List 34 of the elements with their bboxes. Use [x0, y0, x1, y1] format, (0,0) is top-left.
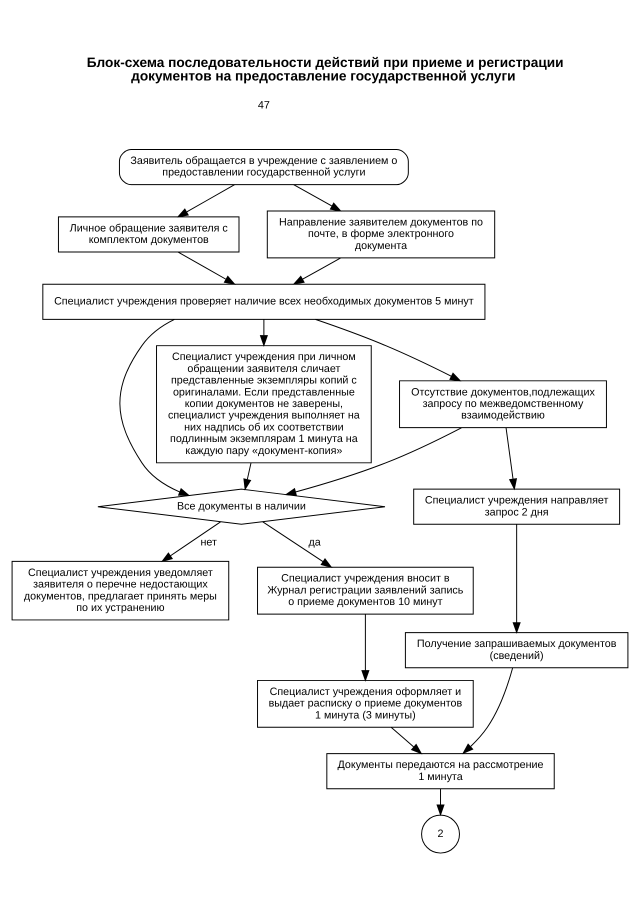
arrow — [243, 462, 252, 490]
node-box: Специалист учреждения проверяет наличие всех необходимых документов 5 минут — [42, 283, 486, 320]
arrow — [512, 524, 521, 634]
edge-label: да — [308, 536, 321, 548]
node-box: Получение запрашиваемых документов (сведений) — [404, 632, 628, 668]
arrow — [293, 184, 342, 212]
node-box: Отсутствие документов,подлежащих запросу по межведомственному взаимодействию — [399, 380, 607, 428]
node-box: Специалист учреждения оформляет и выдает расписку о приеме документов 1 минута (3 минуты) — [257, 679, 474, 728]
arrow — [506, 426, 518, 490]
arrow — [161, 520, 222, 562]
node-box: Личное обращение заявителя с комплектом документов — [58, 216, 240, 252]
node-box: Специалист учреждения направляет запрос 2 дня — [413, 488, 620, 524]
arrow — [390, 726, 422, 754]
node-box: Специалист учреждения уведомляет заявителя о перечне недостающих документов, предлагает принять меры по их устранению — [12, 560, 230, 620]
arrow — [262, 520, 333, 568]
node-box: Специалист учреждения вносит в Журнал регистрации заявлений запись о приеме документов 10 минут — [257, 566, 474, 614]
arrow — [436, 788, 445, 816]
node-box: Документы передаются на рассмотрение 1 минута — [326, 752, 555, 789]
arrow — [119, 318, 190, 496]
node-box: Заявитель обращается в учреждение с заявлением о предоставлении государственной услуги — [118, 148, 409, 185]
arrow — [292, 256, 342, 284]
label: 47 — [258, 98, 270, 111]
node-box: Специалист учреждения при личном обращении заявителя сличает представленные экземпляры копий с оригиналами. Если представленные копии документов не заверены, специалист учреждения выполняет на них надпись об их соответствии подлинным экземплярам 1 минута на каждую пару «документ-копия» — [156, 344, 372, 463]
arrow — [178, 251, 236, 284]
node-box: Направление заявителем документов по почте, в форме электронного документа — [266, 210, 496, 258]
edge-label: нет — [200, 536, 217, 548]
arrow — [462, 666, 514, 754]
arrow — [314, 318, 462, 381]
arrow — [284, 426, 462, 496]
diagram-title: Блок-схема последовательности действий при приеме и регистрации документов на предоставление государственной услуги — [86, 54, 564, 83]
arrow — [361, 613, 370, 682]
arrow — [260, 318, 268, 346]
arrow — [176, 184, 236, 218]
node-circle: 2 — [421, 814, 460, 854]
